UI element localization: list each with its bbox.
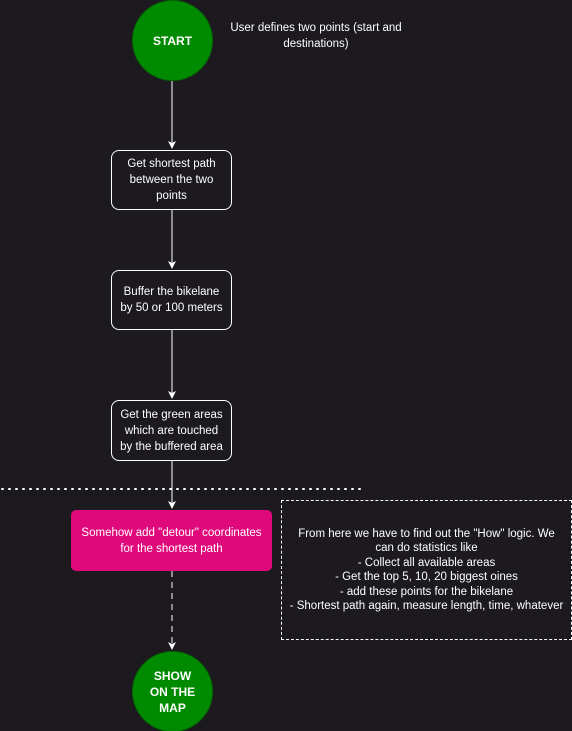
detour-coordinates-node-label: Somehow add "detour" coordinates for the… bbox=[81, 526, 262, 555]
start-annotation: User defines two points (start and desti… bbox=[230, 22, 402, 50]
green-areas-node[interactable]: Get the green areas which are touched by… bbox=[111, 400, 232, 461]
note-line-intro: From here we have to find out the "How" … bbox=[298, 527, 555, 555]
start-node[interactable]: START bbox=[132, 0, 213, 81]
shortest-path-node[interactable]: Get shortest path between the two points bbox=[111, 150, 232, 210]
detour-coordinates-node[interactable]: Somehow add "detour" coordinates for the… bbox=[71, 510, 272, 571]
how-logic-note[interactable]: From here we have to find out the "How" … bbox=[281, 500, 572, 640]
green-areas-node-label: Get the green areas which are touched by… bbox=[120, 408, 223, 453]
note-line-add-points: - add these points for the bikelane bbox=[339, 585, 514, 598]
show-on-map-node[interactable]: SHOW ON THE MAP bbox=[132, 651, 213, 731]
start-node-label: START bbox=[152, 33, 193, 48]
shortest-path-node-label: Get shortest path between the two points bbox=[127, 158, 216, 202]
note-line-shortest-again: - Shortest path again, measure length, t… bbox=[289, 600, 564, 612]
buffer-bikelane-node-label: Buffer the bikelane by 50 or 100 meters bbox=[120, 286, 223, 314]
note-line-collect: - Collect all available areas bbox=[357, 556, 496, 569]
note-line-top: - Get the top 5, 10, 20 biggest oines bbox=[335, 571, 518, 583]
show-on-map-node-label: SHOW ON THE MAP bbox=[149, 668, 196, 715]
buffer-bikelane-node[interactable]: Buffer the bikelane by 50 or 100 meters bbox=[111, 270, 232, 330]
